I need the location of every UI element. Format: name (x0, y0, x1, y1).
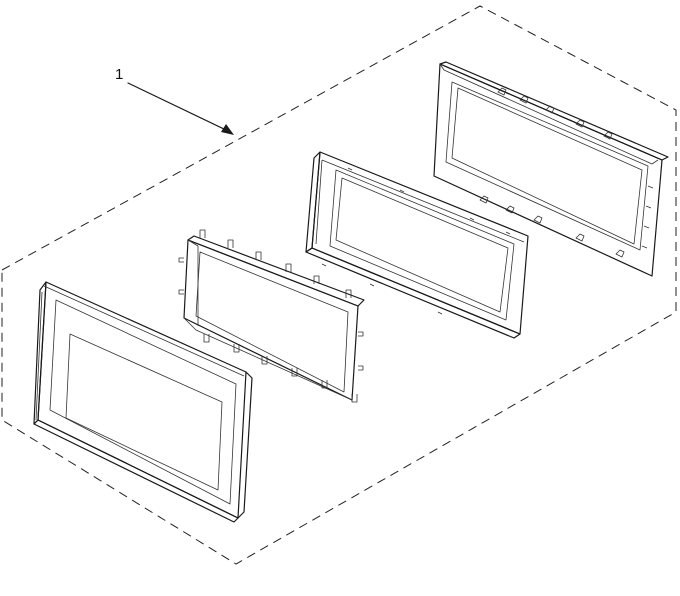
callout-arrowhead (221, 124, 234, 135)
door-screen-frame-part (178, 229, 365, 403)
door-front-panel-part (33, 281, 253, 523)
door-inner-panel-part (305, 151, 529, 339)
callout-label: 1 (115, 66, 123, 83)
callout-leader (127, 82, 227, 131)
callout-1: 1 (115, 66, 234, 135)
assembly-boundary (1, 5, 677, 565)
door-frame-part (433, 61, 669, 277)
